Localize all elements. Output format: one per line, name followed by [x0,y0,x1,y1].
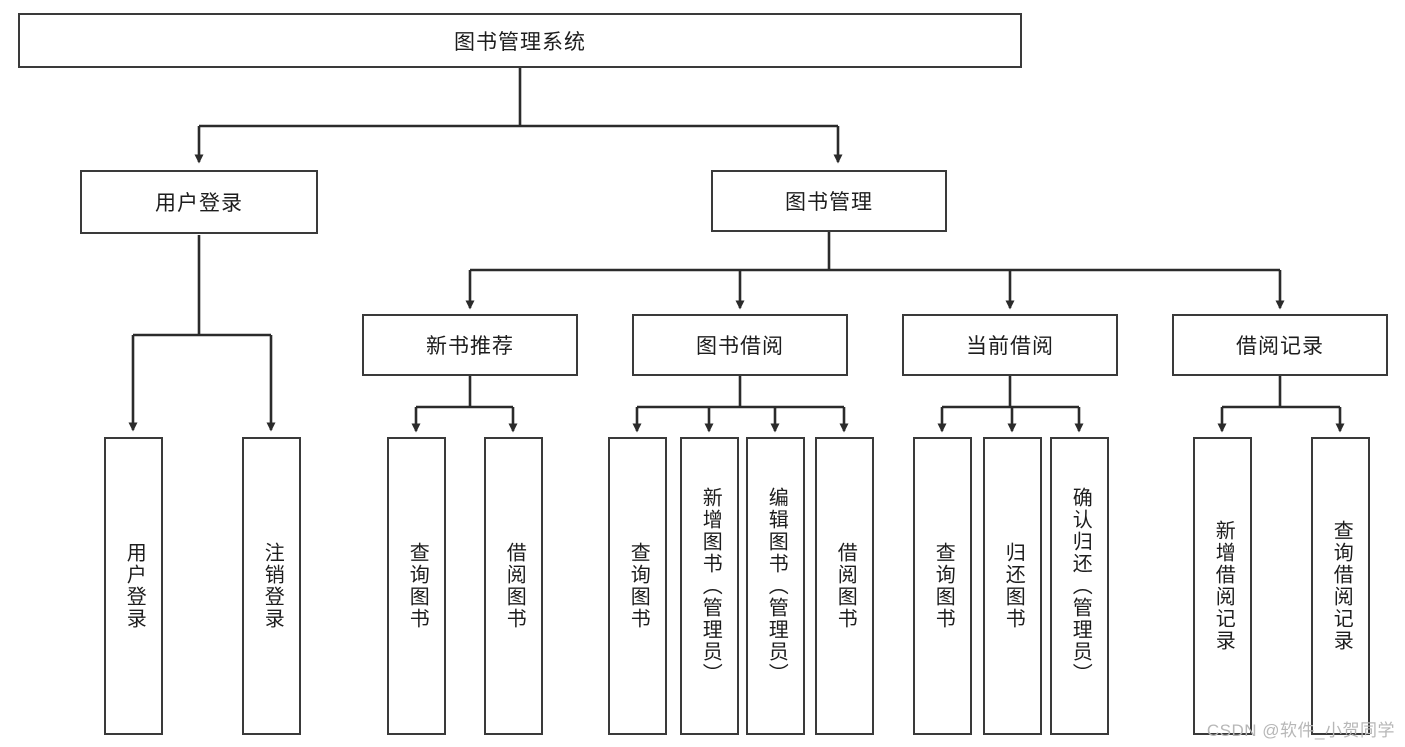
node-label: 新增借阅记录 [1212,520,1235,652]
node-label: 编辑图书（管理员） [765,487,788,685]
node-label: 当前借阅 [966,335,1054,358]
leaf-borrow-record-query[interactable]: 查询借阅记录 [1311,437,1370,735]
leaf-current-borrow-query[interactable]: 查询图书 [913,437,972,735]
leaf-new-book-query[interactable]: 查询图书 [387,437,446,735]
node-label: 新书推荐 [426,335,514,358]
node-label: 查询借阅记录 [1330,520,1353,652]
node-label: 查询图书 [627,542,650,630]
node-user-login[interactable]: 用户登录 [80,170,318,234]
leaf-book-borrow-edit[interactable]: 编辑图书（管理员） [746,437,805,735]
leaf-current-borrow-confirm-return[interactable]: 确认归还（管理员） [1050,437,1109,735]
node-root-library-system[interactable]: 图书管理系统 [18,13,1022,68]
node-label: 借阅图书 [834,542,857,630]
node-label: 查询图书 [932,542,955,630]
node-label: 查询图书 [406,542,429,630]
leaf-user-login-logout[interactable]: 注销登录 [242,437,301,735]
node-label: 用户登录 [123,542,146,630]
node-book-borrow[interactable]: 图书借阅 [632,314,848,376]
node-current-borrow[interactable]: 当前借阅 [902,314,1118,376]
node-label: 新增图书（管理员） [699,487,722,685]
leaf-book-borrow-query[interactable]: 查询图书 [608,437,667,735]
leaf-book-borrow-add[interactable]: 新增图书（管理员） [680,437,739,735]
leaf-borrow-record-add[interactable]: 新增借阅记录 [1193,437,1252,735]
leaf-book-borrow-lend[interactable]: 借阅图书 [815,437,874,735]
leaf-user-login-login[interactable]: 用户登录 [104,437,163,735]
node-label: 归还图书 [1002,542,1025,630]
node-new-book-recommend[interactable]: 新书推荐 [362,314,578,376]
leaf-current-borrow-return[interactable]: 归还图书 [983,437,1042,735]
node-label: 借阅图书 [503,542,526,630]
node-label: 注销登录 [261,542,284,630]
node-label: 借阅记录 [1236,335,1324,358]
node-label: 图书借阅 [696,335,784,358]
node-borrow-record[interactable]: 借阅记录 [1172,314,1388,376]
node-label: 图书管理系统 [454,30,586,54]
node-label: 用户登录 [155,192,243,215]
watermark: CSDN @软件_小贺同学 [1206,721,1395,740]
node-label: 确认归还（管理员） [1069,487,1092,685]
leaf-new-book-borrow[interactable]: 借阅图书 [484,437,543,735]
node-label: 图书管理 [785,191,873,214]
node-book-management[interactable]: 图书管理 [711,170,947,232]
